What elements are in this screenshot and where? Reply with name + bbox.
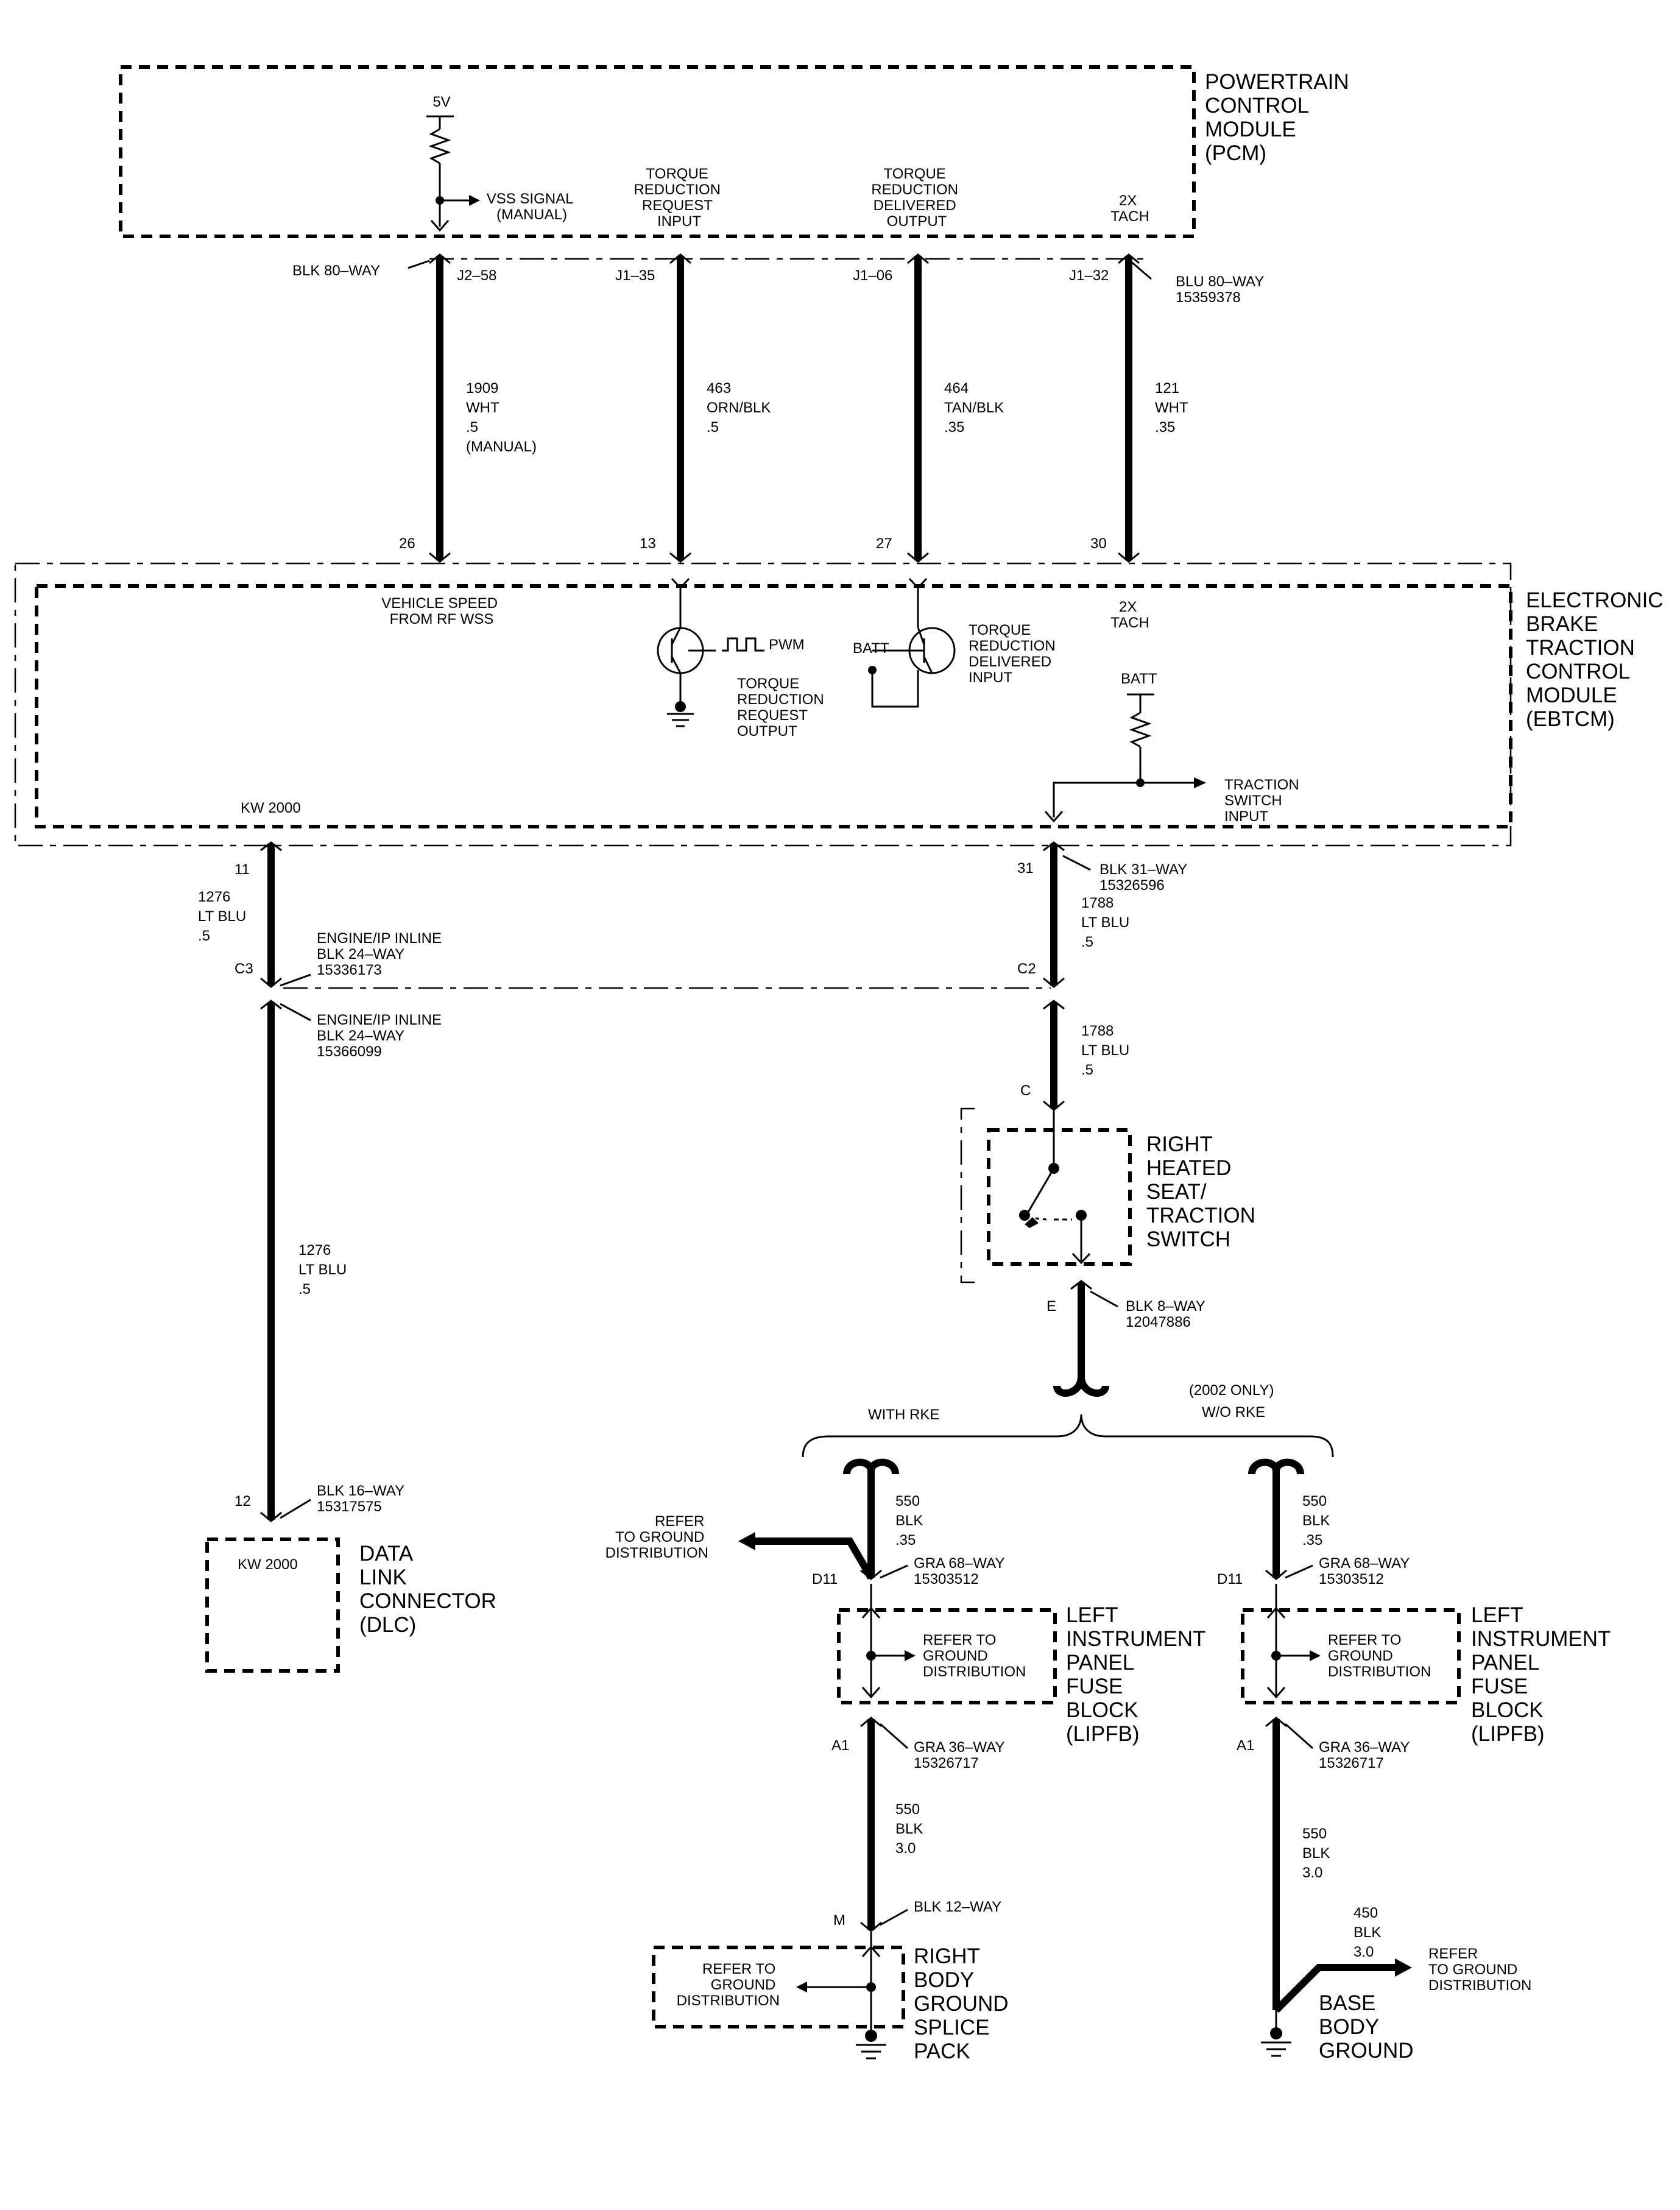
right-branch [1043, 841, 1065, 1111]
rke-gra36: GRA 36–WAY 15326717 [914, 1739, 1009, 1771]
right-ebtcm-connector: BLK 31–WAY 15326596 [1099, 861, 1191, 894]
left-c3: C3 [235, 961, 253, 977]
ebtcm-pin-26: 26 [399, 535, 415, 552]
ebtcm-pullup-resistor [1129, 711, 1152, 748]
with-rke-branch [652, 1458, 1057, 2060]
worke-d11: D11 [1217, 1571, 1243, 1587]
wire-label-1909: 1909 WHT .5 (MANUAL) [466, 380, 537, 455]
left-wire2-label: 1276 LT BLU .5 [298, 1242, 351, 1297]
ebtcm-pin-30: 30 [1090, 535, 1107, 552]
with-rke-label: WITH RKE [868, 1407, 939, 1423]
ebtcm-box [35, 584, 1512, 828]
rke-a1: A1 [831, 1737, 849, 1754]
ebtcm-batt2-label: BATT [1121, 671, 1157, 687]
pcm-torque-del-output: TORQUE REDUCTION DELIVERED OUTPUT [871, 166, 962, 230]
rke-gra68: GRA 68–WAY 15303512 [914, 1555, 1009, 1587]
pcm-tach: 2X TACH [1110, 192, 1149, 225]
left-inline-bottom: ENGINE/IP INLINE BLK 24–WAY 15366099 [317, 1012, 446, 1060]
base-body-ground-title: BASE BODY GROUND [1319, 1991, 1414, 2063]
ebtcm-pin-27: 27 [876, 535, 892, 552]
switch-ground-hook [1053, 1358, 1085, 1397]
pcm-connector-right: BLU 80–WAY 15359378 [1176, 274, 1268, 306]
pcm-5v-label: 5V [432, 94, 450, 110]
worke-wire550b-label: 550 BLK 3.0 [1302, 1826, 1334, 1881]
traction-switch-title: RIGHT HEATED SEAT/ TRACTION SWITCH [1146, 1132, 1262, 1251]
dlc-box [205, 1537, 340, 1673]
wire-label-463: 463 ORN/BLK .5 [707, 380, 775, 436]
worke-a1: A1 [1237, 1737, 1254, 1754]
pcm-pin-j1-35: J1–35 [615, 267, 655, 284]
left-branch [260, 841, 282, 1522]
ebtcm-torque-req-output: TORQUE REDUCTION REQUEST OUTPUT [737, 676, 828, 740]
worke-wire450-label: 450 BLK 3.0 [1354, 1905, 1385, 1960]
pcm-pin-j1-32: J1–32 [1069, 267, 1109, 284]
ebtcm-traction-switch-input: TRACTION SWITCH INPUT [1224, 777, 1303, 825]
worke-gra68: GRA 68–WAY 15303512 [1319, 1555, 1414, 1587]
rke-brace [802, 1414, 1334, 1458]
left-pin-12: 12 [235, 1493, 251, 1509]
switch-pin-e: E [1046, 1298, 1056, 1315]
left-pin-11: 11 [235, 861, 250, 878]
ebtcm-tach: 2X TACH [1110, 599, 1149, 631]
pcm-vss-label: VSS SIGNAL (MANUAL) [487, 191, 577, 223]
worke-fuse-refer: REFER TO GROUND DISTRIBUTION [1328, 1632, 1431, 1680]
pcm-module: POWERTRAIN CONTROL MODULE (PCM) 5V VSS S… [119, 65, 1355, 238]
rke-refer-label: REFER TO GROUND DISTRIBUTION [605, 1513, 708, 1561]
dlc-title: DATA LINK CONNECTOR (DLC) [359, 1542, 503, 1637]
left-wire1-label: 1276 LT BLU .5 [198, 889, 250, 944]
switch-connector: BLK 8–WAY 12047886 [1126, 1298, 1209, 1330]
ebtcm-kw2000: KW 2000 [241, 800, 301, 816]
pcm-torque-req-input: TORQUE REDUCTION REQUEST INPUT [634, 166, 724, 230]
right-c2: C2 [1017, 961, 1036, 977]
ebtcm-torque-del-input: TORQUE REDUCTION DELIVERED INPUT [969, 622, 1059, 686]
pcm-connector-left: BLK 80–WAY [292, 263, 380, 279]
pcm-box [119, 65, 1196, 238]
rke-blk12: BLK 12–WAY [914, 1899, 1001, 1915]
dlc-kw2000: KW 2000 [238, 1556, 298, 1573]
pcm-pullup-resistor [428, 128, 451, 164]
worke-gra36: GRA 36–WAY 15326717 [1319, 1739, 1414, 1771]
ebtcm-title: ELECTRONIC BRAKE TRACTION CONTROL MODULE… [1526, 588, 1669, 731]
ebtcm-pwm-label: PWM [769, 637, 805, 653]
right-wire2-label: 1788 LT BLU .5 [1081, 1023, 1134, 1078]
pcm-pin-j1-06: J1–06 [853, 267, 892, 284]
pcm-ebtcm-wires [429, 253, 1140, 563]
ebtcm-vehicle-speed: VEHICLE SPEED FROM RF WSS [381, 595, 501, 627]
rke-d11: D11 [812, 1571, 838, 1587]
ebtcm-module: ELECTRONIC BRAKE TRACTION CONTROL MODULE… [14, 562, 1669, 847]
splice-refer: REFER TO GROUND DISTRIBUTION [677, 1961, 780, 2009]
left-inline-top: ENGINE/IP INLINE BLK 24–WAY 15336173 [317, 930, 446, 978]
rke-fuse-refer: REFER TO GROUND DISTRIBUTION [923, 1632, 1026, 1680]
rke-pin-m: M [833, 1912, 845, 1929]
pcm-title: POWERTRAIN CONTROL MODULE (PCM) [1205, 70, 1355, 165]
wire-label-121: 121 WHT .35 [1155, 380, 1192, 436]
wire-label-464: 464 TAN/BLK .35 [944, 380, 1008, 436]
worke-refer-label: REFER TO GROUND DISTRIBUTION [1428, 1946, 1531, 1994]
right-wire1-label: 1788 LT BLU .5 [1081, 895, 1134, 950]
pwm-transistor-icon [657, 577, 764, 727]
right-pin-c: C [1020, 1082, 1031, 1099]
wo-rke-label: (2002 ONLY) W/O RKE [1189, 1382, 1278, 1421]
ebtcm-batt-label: BATT [853, 640, 889, 657]
right-pin-31: 31 [1017, 860, 1034, 877]
pcm-pin-j2-58: J2–58 [457, 267, 496, 284]
worke-wire550-label: 550 BLK .35 [1302, 1493, 1334, 1548]
rke-fuse-title: LEFT INSTRUMENT PANEL FUSE BLOCK (LIPFB) [1066, 1603, 1212, 1746]
rke-wire550-label: 550 BLK .35 [895, 1493, 927, 1548]
splice-pack-title: RIGHT BODY GROUND SPLICE PACK [914, 1944, 1014, 2063]
ebtcm-pin-13: 13 [640, 535, 656, 552]
delivered-input-transistor-icon [868, 577, 956, 708]
worke-fuse-title: LEFT INSTRUMENT PANEL FUSE BLOCK (LIPFB) [1471, 1603, 1617, 1746]
traction-switch-icon [960, 1107, 1132, 1358]
rke-wire550b-label: 550 BLK 3.0 [895, 1801, 927, 1857]
dlc-connector: BLK 16–WAY 15317575 [317, 1483, 408, 1515]
without-rke-branch [1241, 1458, 1461, 2057]
